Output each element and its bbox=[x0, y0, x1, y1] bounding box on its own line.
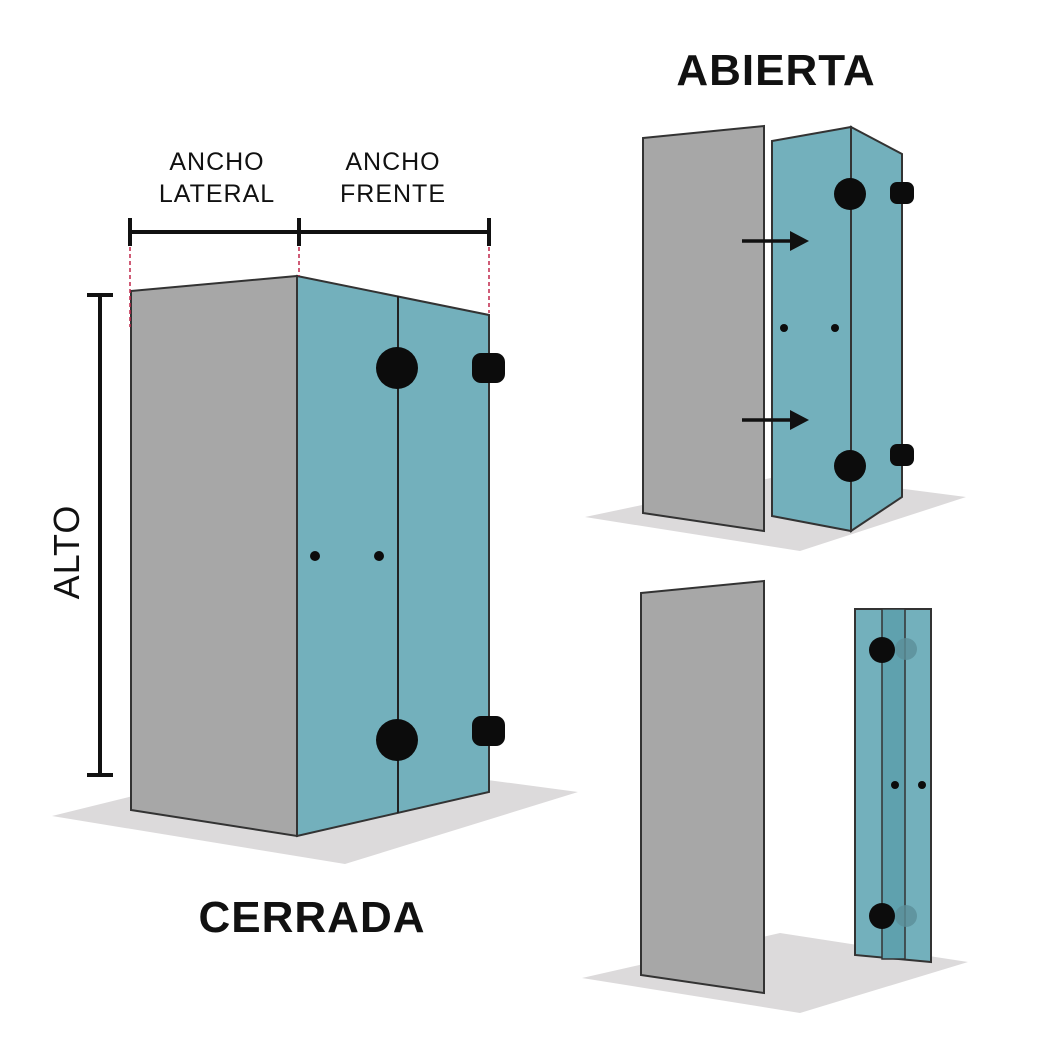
clamp-bottom bbox=[472, 716, 505, 746]
closed-enclosure: ANCHO LATERAL ANCHO FRENTE ALTO CERRADA bbox=[46, 148, 578, 942]
handle-dot bbox=[780, 324, 788, 332]
handle-dot bbox=[310, 551, 320, 561]
hinge-top-folded bbox=[869, 637, 895, 663]
height-dimension bbox=[87, 293, 113, 777]
handle-dot bbox=[374, 551, 384, 561]
open-enclosure: ABIERTA bbox=[585, 46, 966, 551]
hinge-ghost-top bbox=[895, 638, 917, 660]
folded-enclosure bbox=[582, 579, 968, 1013]
ancho-frente-label-line2: FRENTE bbox=[340, 180, 446, 208]
alto-label: ALTO bbox=[46, 505, 87, 600]
ancho-frente-label-line1: ANCHO bbox=[345, 148, 440, 176]
hinge-ghost-bottom bbox=[895, 905, 917, 927]
lateral-panel-folded bbox=[640, 579, 765, 995]
handle-dot bbox=[918, 781, 926, 789]
front-glass-panel bbox=[296, 274, 490, 838]
open-direction-arrow-top bbox=[742, 231, 809, 251]
abierta-title: ABIERTA bbox=[676, 46, 875, 95]
handle-dot bbox=[891, 781, 899, 789]
hinge-top-open bbox=[834, 178, 866, 210]
hinge-bottom-folded bbox=[869, 903, 895, 929]
clamp-top bbox=[472, 353, 505, 383]
handle-dot bbox=[831, 324, 839, 332]
width-dimension bbox=[128, 218, 491, 246]
ancho-lateral-label-line1: ANCHO bbox=[169, 148, 264, 176]
clamp-top-open bbox=[890, 182, 914, 204]
lateral-panel-open bbox=[642, 124, 765, 533]
lateral-panel bbox=[130, 274, 298, 838]
open-direction-arrow-bottom bbox=[742, 410, 809, 430]
hinge-bottom-open bbox=[834, 450, 866, 482]
front-fixed-panel-open bbox=[850, 125, 903, 533]
ancho-lateral-label-line2: LATERAL bbox=[159, 180, 275, 208]
clamp-bottom-open bbox=[890, 444, 914, 466]
hinge-bottom bbox=[376, 719, 418, 761]
dashed-guides bbox=[129, 247, 490, 327]
cerrada-title: CERRADA bbox=[199, 893, 426, 942]
hinge-top bbox=[376, 347, 418, 389]
